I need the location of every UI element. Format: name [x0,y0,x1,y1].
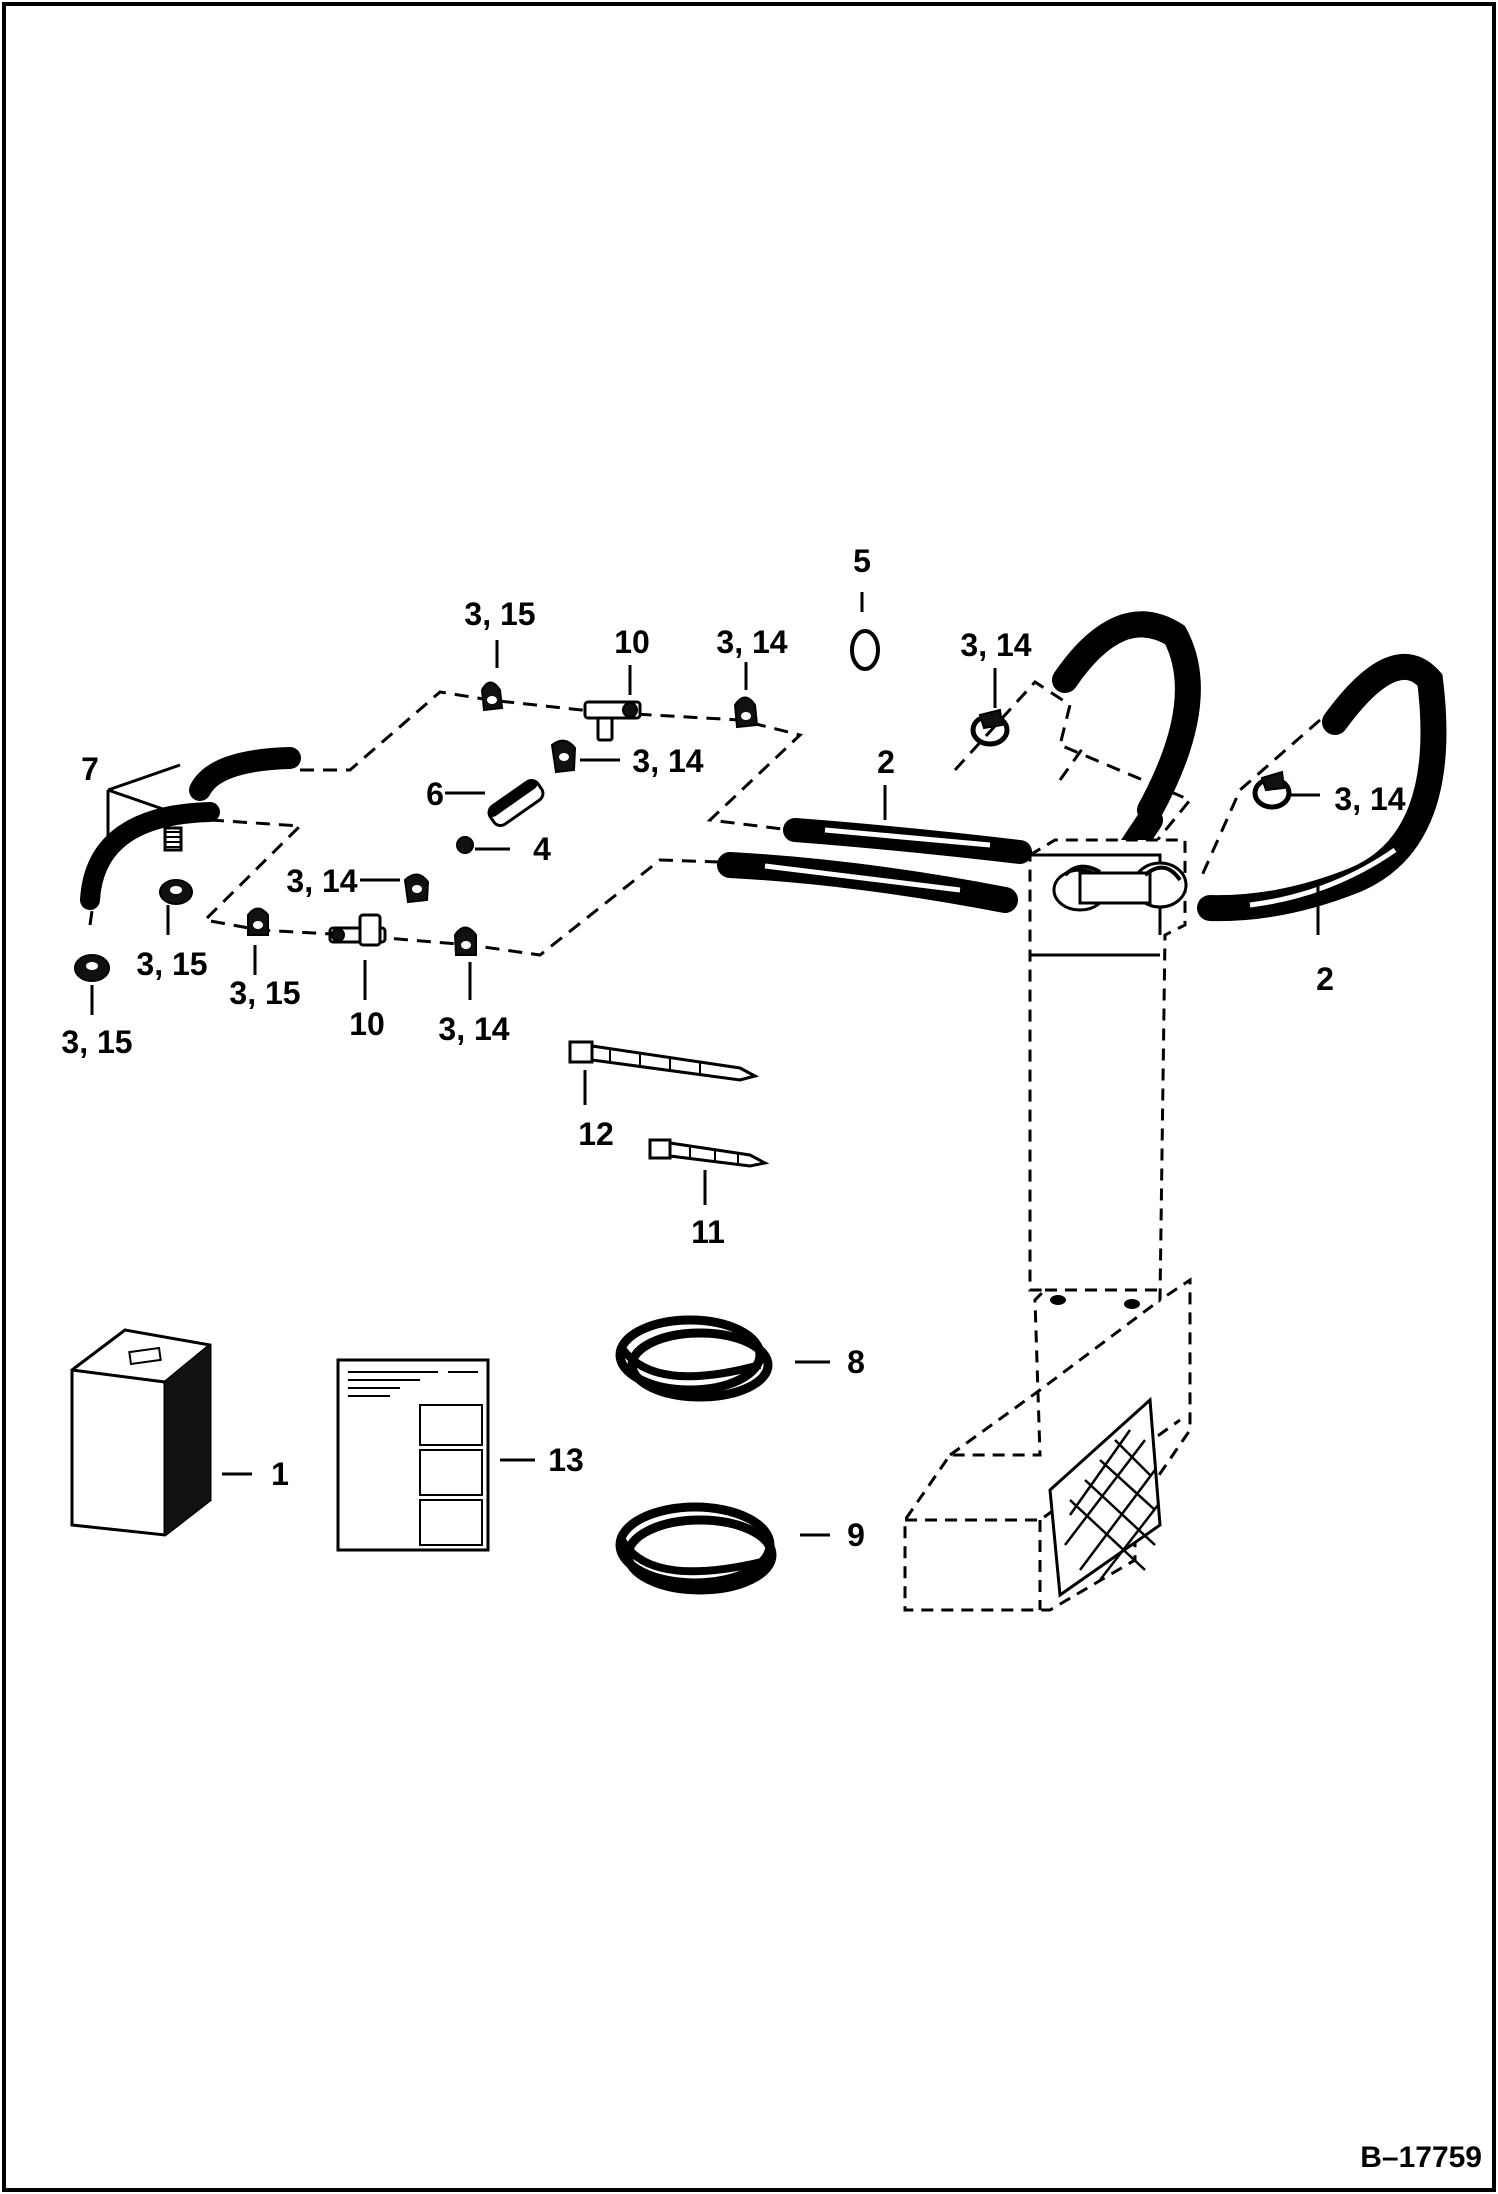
heater-valve-ports [1052,861,1188,912]
cable-tie-12 [568,1040,760,1082]
hose-7-lower [80,802,220,910]
tubing-coil-9 [615,1502,777,1595]
callout-3-15-a: 3, 15 [136,946,207,982]
tee-fitting-10-top [583,700,642,742]
callout-8: 8 [847,1344,865,1380]
tubing-coil-8 [615,1315,773,1402]
spring-3-15 [163,826,183,852]
hose-2-center-lower [717,852,1018,913]
clamp-3-15-a [159,879,193,905]
elbow-fitting-10-bottom [328,913,387,947]
callout-10-bottom: 10 [349,1006,385,1042]
clamp-3-15-b [247,907,269,936]
callout-11: 11 [691,1214,725,1250]
hose-2-center-upper [783,818,1032,864]
callout-13: 13 [548,1442,584,1478]
callout-3-14-far-right: 3, 14 [1334,781,1405,817]
clamp-3-15-c [74,954,110,982]
hose-upper-loop [1052,611,1201,863]
hose-7-upper [189,747,301,801]
clamp-3-14-mid [550,739,577,774]
callout-3-14-top: 3, 14 [716,624,787,660]
leader-lines [90,592,1320,1537]
callout-3-15-b: 3, 15 [229,975,300,1011]
coupling-tube-6 [487,778,545,828]
callout-5: 5 [853,543,871,579]
callout-12: 12 [578,1116,614,1152]
callout-9: 9 [847,1517,865,1553]
clamp-3-14-top [733,696,759,729]
cable-tie-11 [648,1138,770,1168]
callout-2-center: 2 [877,744,895,780]
callout-1: 1 [271,1456,289,1492]
callout-3-15-c: 3, 15 [61,1024,132,1060]
callout-2-right: 2 [1316,961,1334,997]
hose-clamp-3-14-right [970,708,1010,747]
clamp-3-14-bottom [453,926,477,956]
hose-2-right-loop [1197,653,1447,922]
callout-3-14-mid: 3, 14 [632,743,703,779]
figure-id: B–17759 [1360,2141,1482,2174]
filter-box-1 [70,1328,212,1537]
callout-4: 4 [533,831,551,867]
instruction-sheet-13 [336,1358,490,1552]
oring-5 [850,629,880,671]
callout-6: 6 [426,776,444,812]
callout-10-top: 10 [614,624,650,660]
callout-3-14-right: 3, 14 [960,627,1031,663]
heater-grille [1048,1396,1162,1598]
callout-7: 7 [81,751,99,787]
clamp-3-14-left [403,873,430,904]
reducer-4 [456,836,474,854]
callout-3-14-bottom: 3, 14 [438,1011,509,1047]
hose-clamp-3-14-far-right [1252,770,1292,810]
callout-3-15-top: 3, 15 [464,596,535,632]
clamp-3-15-top [480,681,504,712]
callout-3-14-left: 3, 14 [286,863,357,899]
